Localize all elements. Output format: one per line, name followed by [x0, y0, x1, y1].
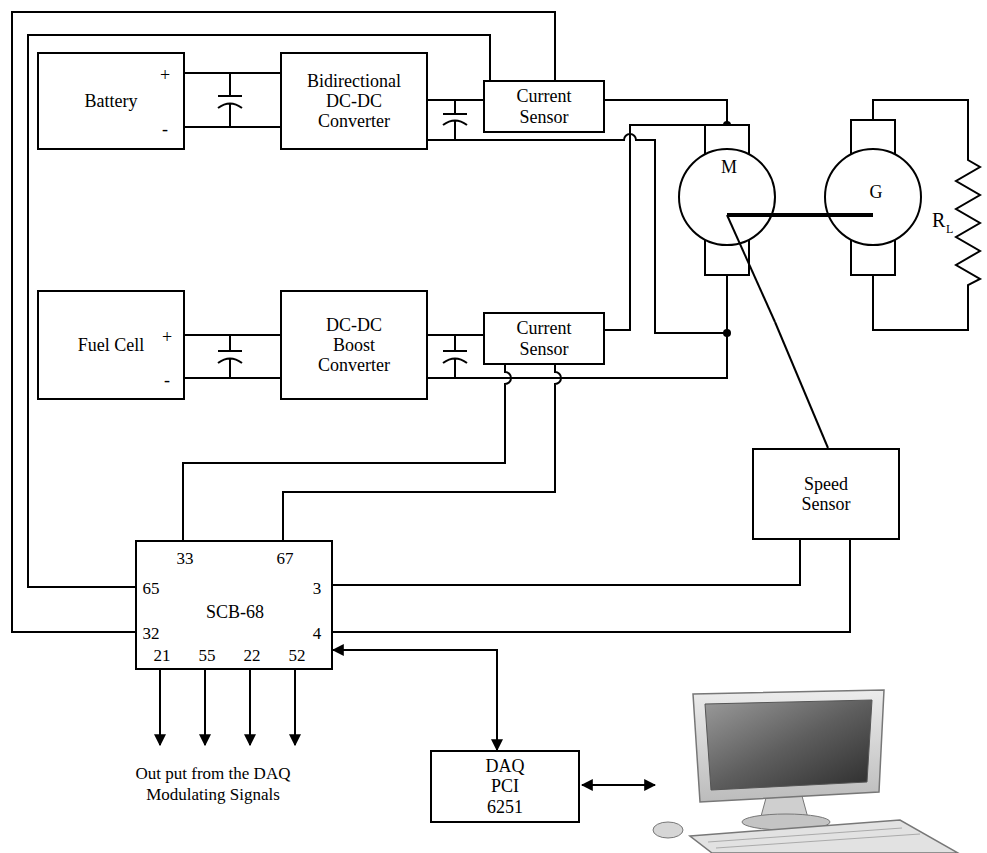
keyboard: [690, 820, 958, 853]
output-arrow: [204, 670, 206, 745]
capacitor-symbol: [443, 335, 467, 378]
data-link-arrow: [582, 784, 655, 786]
node-label: Speed Sensor: [791, 474, 861, 514]
fuel-cell-box: Fuel Cell + -: [37, 290, 185, 400]
wire: [12, 12, 555, 632]
polarity-mark: -: [164, 370, 170, 391]
shaft: [775, 213, 825, 217]
capacitor-symbol: [218, 335, 242, 378]
pin-number: 52: [289, 646, 306, 666]
speed-pickup-line: [727, 215, 775, 322]
wire: [428, 334, 483, 336]
wire: [333, 540, 850, 632]
wire: [185, 334, 280, 336]
pin-number: 3: [313, 579, 322, 599]
converter-box: Bidirectional DC-DC Converter: [280, 52, 428, 150]
wire: [185, 126, 280, 128]
mouse: [653, 822, 683, 838]
node-label: Bidirectional DC-DC Converter: [298, 71, 410, 131]
connector-block: SCB-68 33 67 65 3 32 4 21 55 22 52: [135, 540, 333, 670]
node-label: Battery: [85, 91, 138, 111]
pin-number: 65: [143, 579, 160, 599]
polarity-mark: -: [162, 119, 168, 140]
pin-number: 4: [313, 624, 322, 644]
motor-symbol-outline: [679, 125, 775, 333]
node-label: Current Sensor: [504, 86, 584, 126]
node-label: SCB-68: [206, 602, 264, 623]
monitor-screen: [705, 700, 872, 790]
polarity-mark: +: [160, 65, 170, 86]
wire: [185, 72, 280, 74]
pin-number: 67: [277, 549, 294, 569]
wire: [428, 99, 483, 101]
pin-number: 32: [143, 624, 160, 644]
computer-illustration: [653, 690, 958, 853]
node-label: G: [870, 182, 883, 203]
battery-box: Battery + -: [37, 52, 185, 150]
node-label: M: [721, 157, 737, 178]
pin-number: 55: [199, 646, 216, 666]
output-arrow: [160, 670, 295, 745]
machine-circle: [825, 149, 921, 245]
polarity-mark: +: [162, 327, 172, 348]
wire: [333, 540, 800, 585]
wire: [28, 35, 490, 587]
node-label: Current Sensor: [504, 318, 584, 358]
output-arrow: [159, 670, 161, 745]
resistor-symbol: [956, 150, 980, 290]
node-label: DAQ PCI 6251: [473, 756, 537, 816]
wire: [605, 100, 727, 125]
component-symbol: R: [932, 208, 945, 233]
subscript: L: [946, 222, 953, 237]
shaft: [727, 213, 775, 217]
generator-symbol: G: [825, 120, 921, 275]
pin-number: 21: [154, 646, 171, 666]
wire: [333, 650, 497, 750]
daq-box: DAQ PCI 6251: [430, 750, 580, 823]
motor-symbol: M: [679, 125, 775, 333]
keyboard-keys: [708, 828, 920, 848]
output-arrow: [249, 670, 251, 745]
machine-circle: [679, 149, 775, 245]
node-label: Fuel Cell: [78, 335, 145, 355]
sensor-box: Current Sensor: [483, 80, 605, 133]
signal-note: Out put from the DAQ Modulating Signals: [108, 763, 318, 806]
node-label: DC-DC Boost Converter: [304, 315, 404, 375]
converter-box: DC-DC Boost Converter: [280, 290, 428, 400]
sensor-box: Current Sensor: [483, 312, 605, 365]
wire: [185, 377, 280, 379]
monitor-bezel: [693, 690, 884, 802]
shaft: [825, 213, 873, 217]
sensor-box: Speed Sensor: [752, 448, 900, 540]
wire: [428, 134, 727, 333]
pin-number: 33: [177, 549, 194, 569]
terminal-wire: [726, 275, 728, 333]
wire: [775, 322, 828, 448]
capacitor-symbol: [443, 100, 467, 140]
capacitor-symbol: [218, 73, 242, 127]
pin-number: 22: [244, 646, 261, 666]
